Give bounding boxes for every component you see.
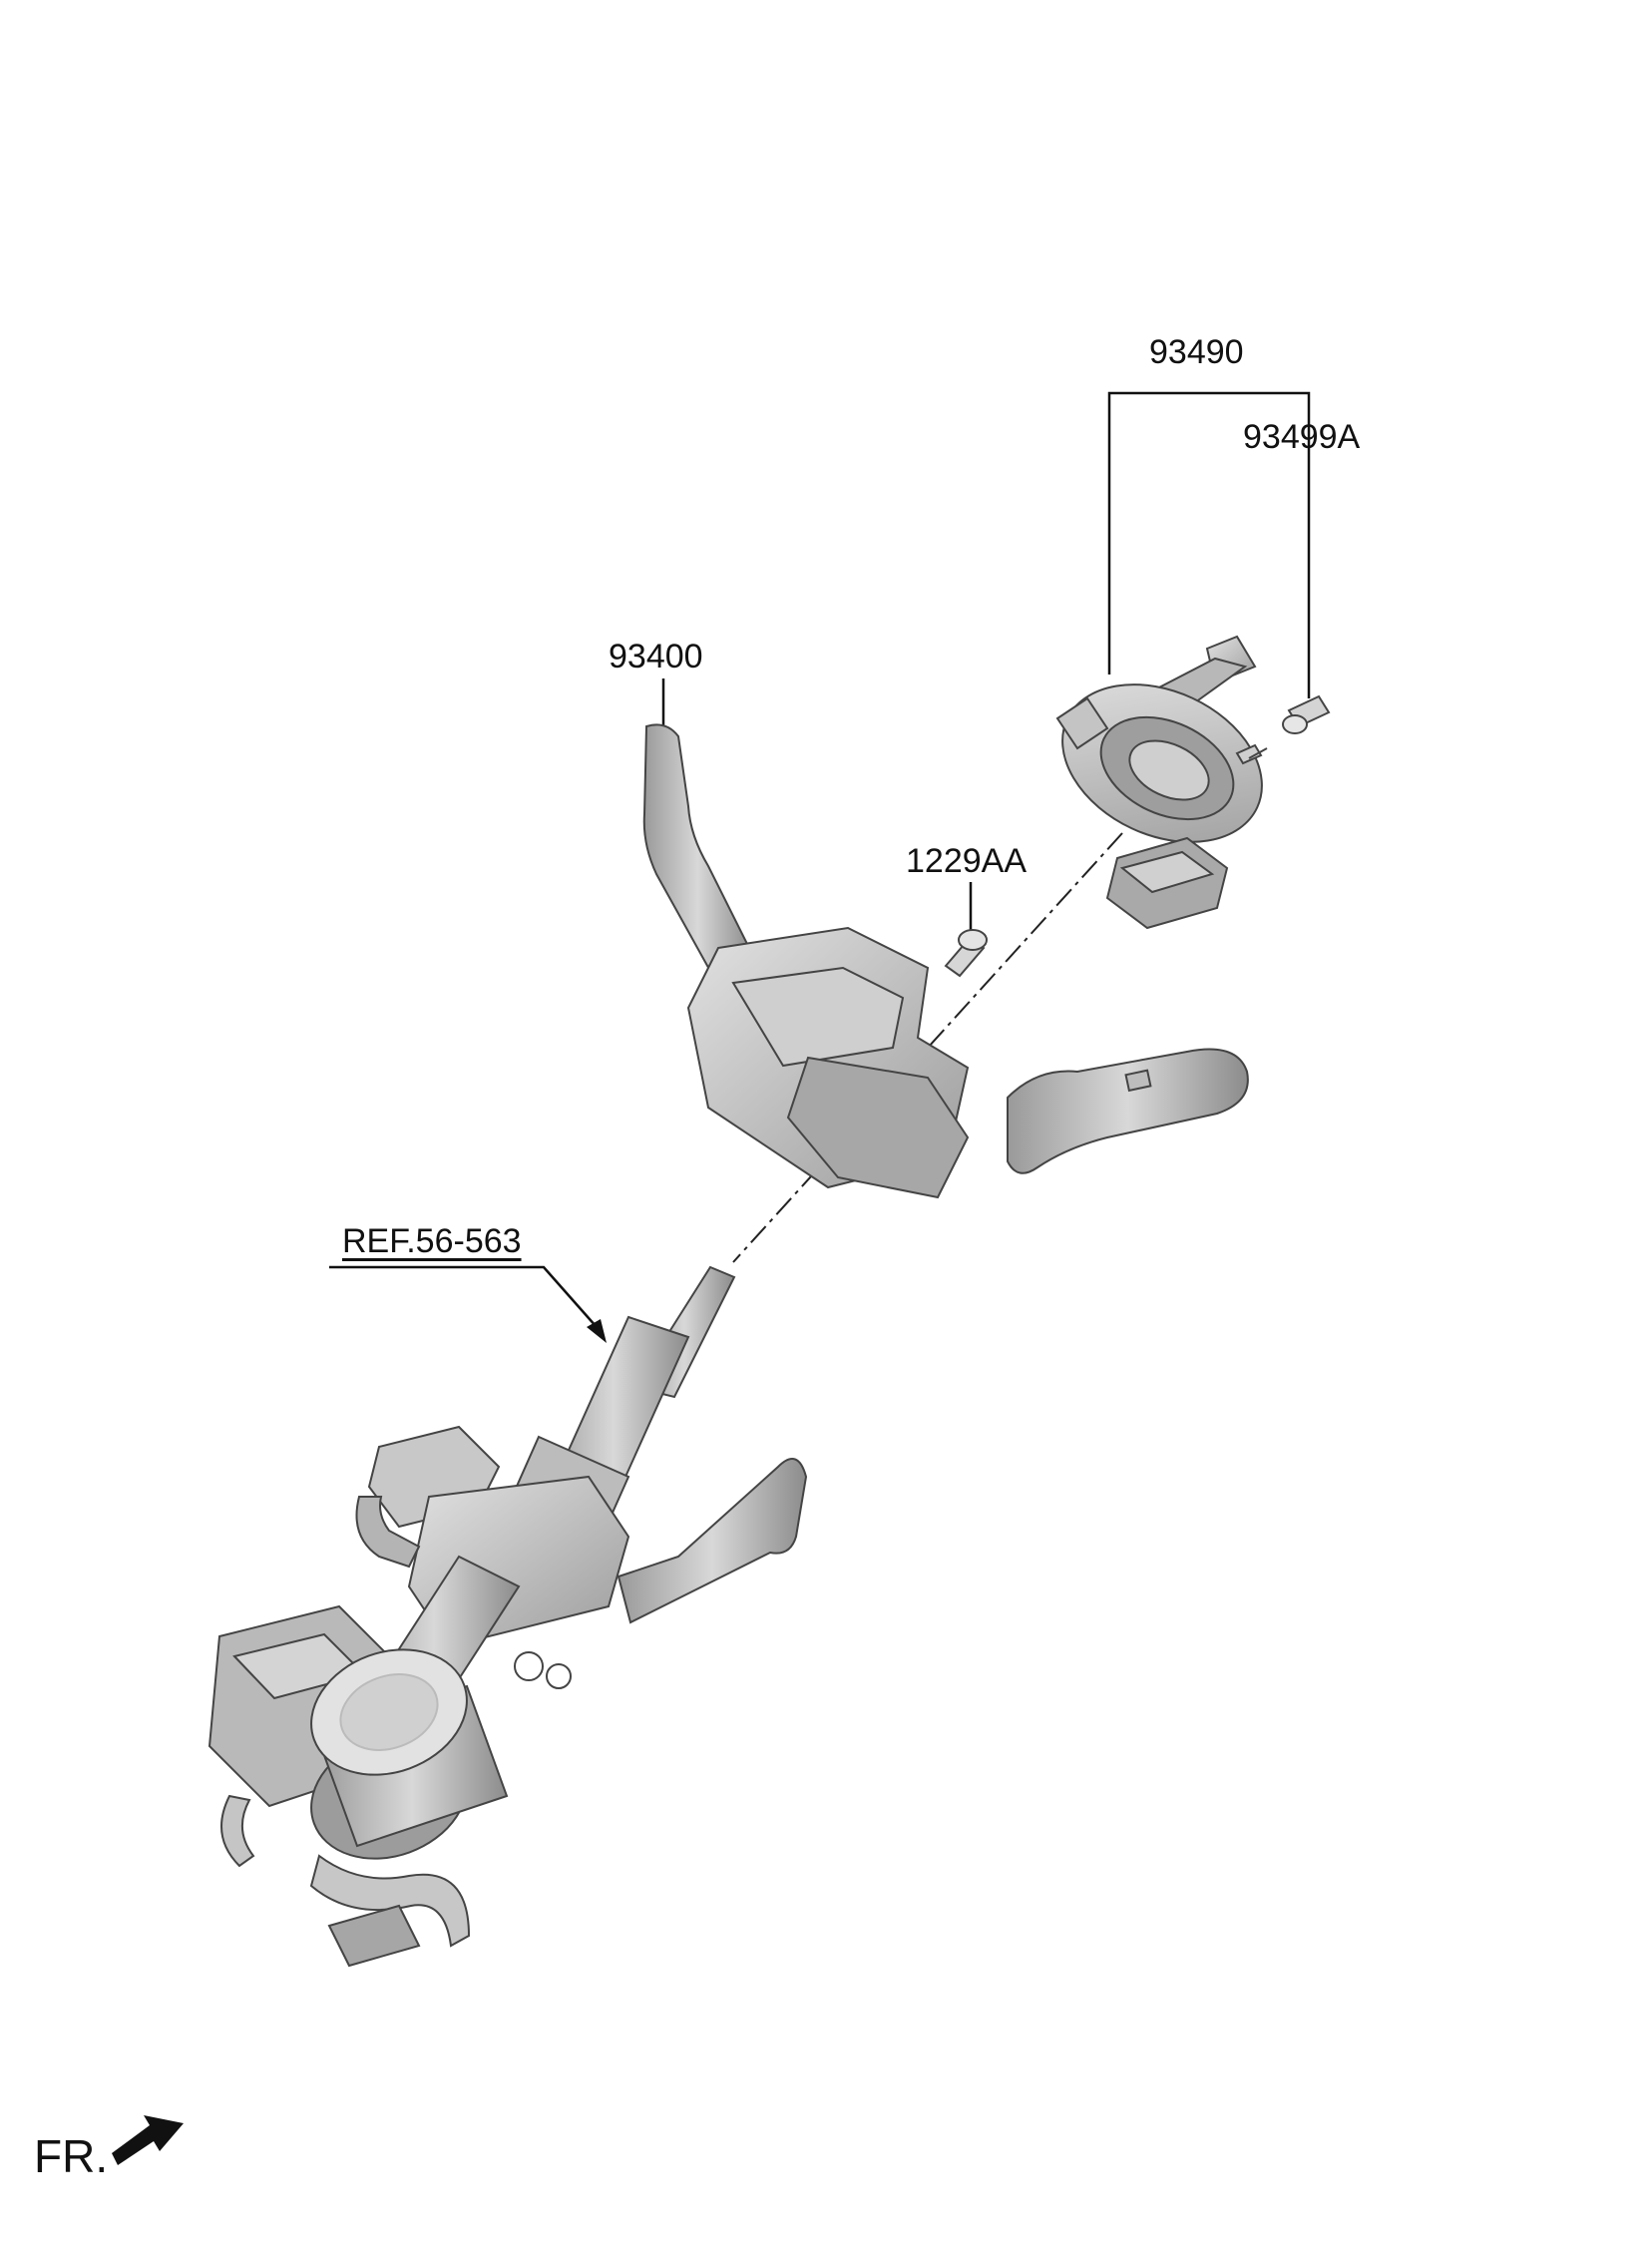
clock-spring-part (1055, 635, 1263, 930)
ref-arrow-head (587, 1319, 607, 1343)
reference-label: REF.56-563 (342, 1222, 522, 1260)
leader-ref (329, 1265, 598, 1328)
leader-93490 (1107, 391, 1311, 675)
leader-lines (329, 391, 1311, 1328)
part-label-1229aa: 1229AA (906, 842, 1027, 880)
part-label-93490: 93490 (1149, 333, 1244, 371)
steering-column-part (207, 1265, 808, 1968)
screw-93499a-part (1282, 694, 1331, 734)
assembly-axis-line (732, 832, 1123, 1263)
front-orientation-label: FR. (34, 2130, 109, 2182)
multifunction-switch-part (642, 723, 1249, 1199)
clock-spring-pin (1235, 743, 1268, 765)
bolt-1229aa-part (944, 929, 988, 978)
part-label-93400: 93400 (609, 638, 703, 676)
front-direction-arrow-icon (112, 2115, 184, 2165)
part-label-93499a: 93499A (1243, 418, 1361, 456)
